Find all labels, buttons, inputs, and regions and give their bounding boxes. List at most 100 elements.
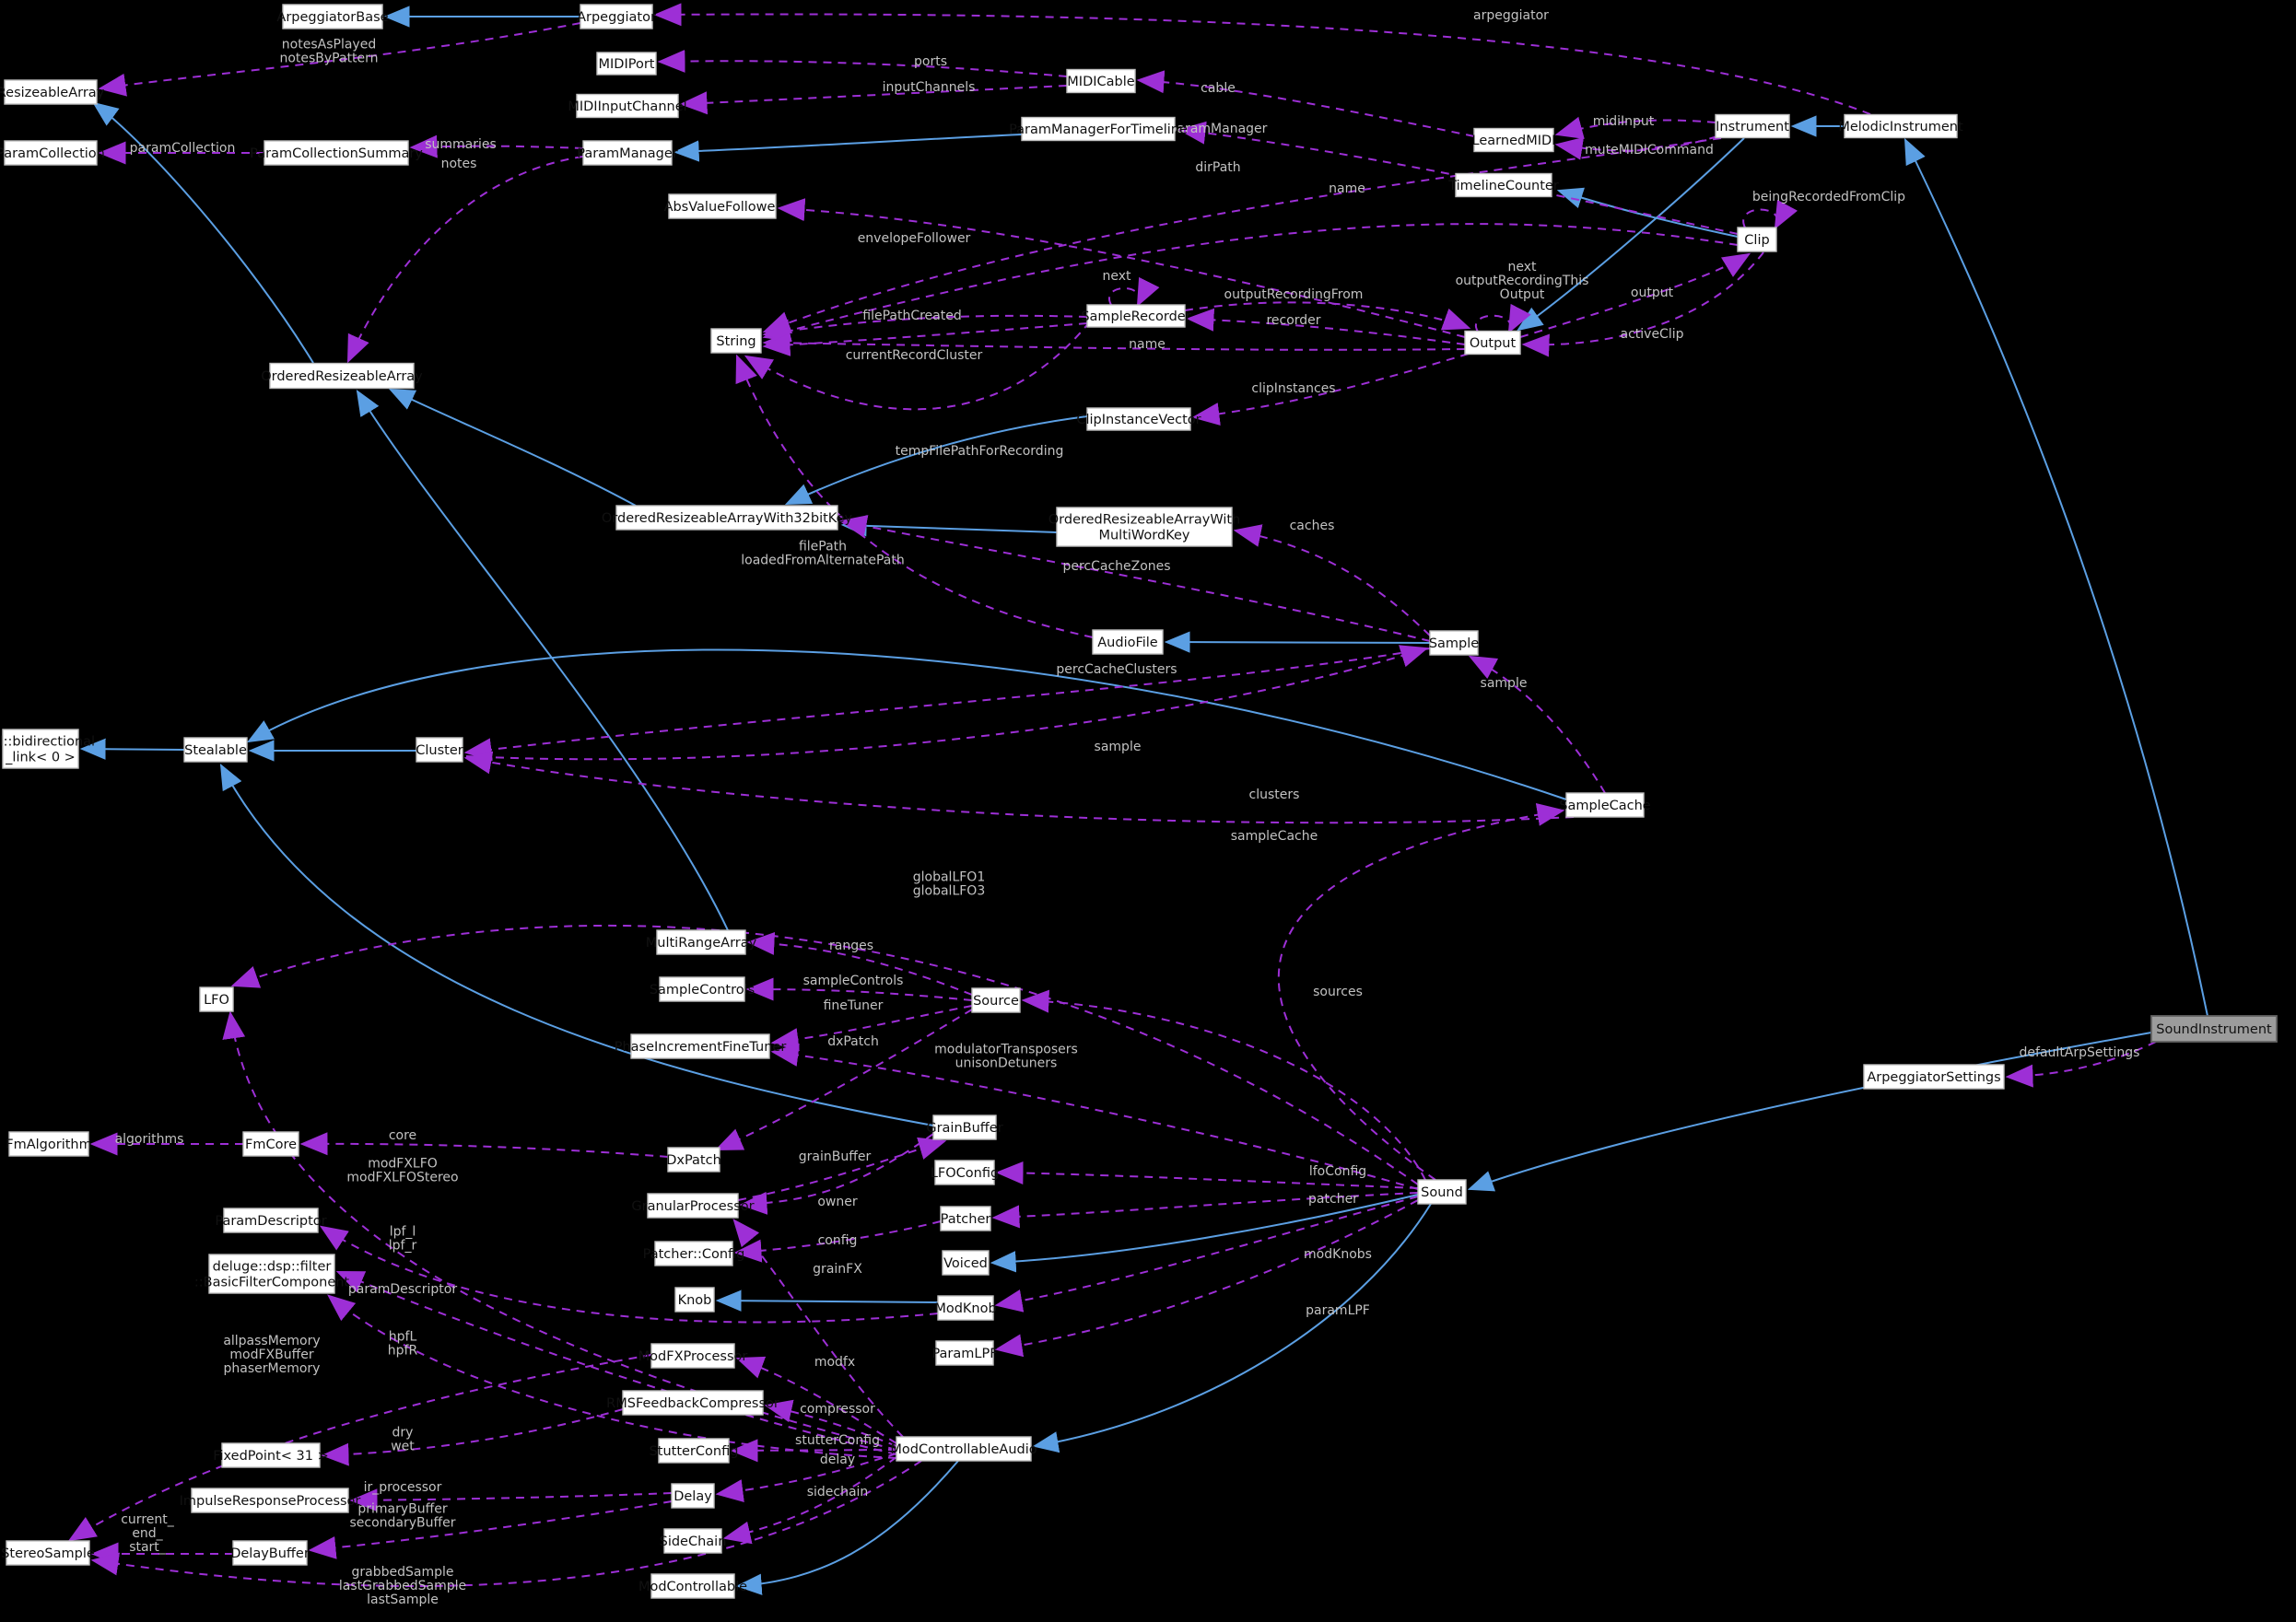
class-node-midiport[interactable]: MIDIPort [596,52,657,76]
class-node-label-stutterconfig: StutterConfig [650,1444,739,1459]
class-node-knob[interactable]: Knob [674,1287,715,1313]
edge-m-delay [715,1453,897,1502]
edge-label-m-core: core [389,1128,416,1143]
edge-multirangearray-to-ora [356,390,729,931]
class-node-resizeablearray[interactable]: ResizeableArray [0,79,105,105]
class-node-paramdescriptor[interactable]: ParamDescriptor [215,1208,327,1233]
class-node-absvaluefollower[interactable]: AbsValueFollower [664,193,781,219]
edge-label-m-dirpath: dirPath [1195,160,1240,175]
class-node-label-stereosample: StereoSample [1,1546,95,1561]
class-node-audiofile[interactable]: AudioFile [1092,629,1164,655]
class-node-learnedmidi[interactable]: LearnedMIDI [1472,127,1556,153]
edge-m-envelopefollower [777,198,1466,338]
class-node-lfoconfig[interactable]: LFOConfig [931,1160,999,1185]
class-node-soundinstrument[interactable]: SoundInstrument [2150,1015,2278,1043]
edge-m-lfoconfig [995,1161,1419,1189]
edge-label-m-ports: ports [914,54,947,69]
class-node-label-ora32: OrderedResizeableArrayWith32bitKey [602,511,853,526]
class-node-paramcollection[interactable]: ParamCollection [0,140,105,166]
class-node-ora32[interactable]: OrderedResizeableArrayWith32bitKey [602,505,853,531]
class-node-samplecontrols[interactable]: SampleControls [650,976,755,1002]
class-node-label-sidechain: SideChain [660,1534,727,1549]
class-node-phaseincrementfinetuner[interactable]: PhaseIncrementFineTuner [615,1033,787,1059]
edge-label-m-recorder: recorder [1266,313,1320,328]
class-node-parammanagerfortimeline[interactable]: ParamManagerForTimeline [1009,116,1188,142]
class-node-samplecache[interactable]: SampleCache [1559,792,1651,818]
class-node-impulseresponseprocessor[interactable]: ImpulseResponseProcessor [180,1488,361,1513]
class-node-timelinecounter[interactable]: TimelineCounter [1447,172,1559,198]
edge-m-compressor [764,1399,897,1447]
class-node-granularprocessor[interactable]: GranularProcessor [631,1193,755,1219]
class-node-modknob[interactable]: ModKnob [934,1295,997,1321]
class-node-rmsfeedbackcompressor[interactable]: RMSFeedbackCompressor [606,1390,779,1416]
class-node-grainbuffer[interactable]: GrainBuffer [926,1114,1003,1140]
class-node-basicfiltercomponent[interactable]: deluge::dsp::filter::BasicFilterComponen… [194,1254,350,1294]
class-node-label-lfoconfig: LFOConfig [931,1166,999,1181]
class-node-sound[interactable]: Sound [1417,1179,1467,1205]
class-node-string[interactable]: String [710,328,762,354]
edge-m-stutterconfig [730,1439,897,1463]
class-node-midicable[interactable]: MIDICable [1066,68,1136,94]
class-node-instrument[interactable]: Instrument [1715,113,1790,139]
class-node-label-basicfiltercomponent: deluge::dsp::filter::BasicFilterComponen… [194,1260,350,1290]
edge-m-config [733,1220,942,1263]
class-node-lfo[interactable]: LFO [199,986,234,1012]
class-node-output[interactable]: Output [1464,330,1521,356]
edge-m-grabbedsample [90,1460,922,1587]
edge-label-m-beingrecordedfromclip: beingRecordedFromClip [1752,190,1905,204]
edge-m-outputrecordingfrom [1184,301,1471,331]
edge-grainbuffer-to-stealable [219,763,934,1126]
edge-m-caches [1233,524,1431,636]
edge-m-allpassmemory [67,1354,652,1542]
class-node-modcontrollableaudio[interactable]: ModControllableAudio [890,1436,1037,1462]
class-node-modfxprocessor[interactable]: ModFXProcessor [638,1343,748,1369]
class-node-parammanager[interactable]: ParamManager [577,140,678,166]
class-node-melodicinstrument[interactable]: MelodicInstrument [1838,113,1963,139]
class-node-fixedpoint31[interactable]: FixedPoint< 31 > [213,1442,329,1468]
class-node-patcher[interactable]: Patcher [940,1206,991,1231]
class-node-paramlpf[interactable]: ParamLPF [931,1340,998,1366]
class-node-stutterconfig[interactable]: StutterConfig [650,1438,739,1464]
class-node-sample[interactable]: Sample [1429,630,1479,656]
class-node-fmcore[interactable]: FmCore [242,1131,299,1157]
class-node-fmalgorithm[interactable]: FmAlgorithm [6,1131,92,1157]
class-node-paramcollectionsummary[interactable]: ParamCollectionSummary [250,140,423,166]
class-node-label-arpeggiator: Arpeggiator [577,10,656,25]
class-node-dxpatch[interactable]: DxPatch [666,1147,721,1173]
edge-label-m-mutemidicommand: muteMIDICommand [1585,143,1714,158]
edge-clip-to-timelinecounter [1556,187,1739,238]
class-node-label-patcher: Patcher [941,1212,991,1227]
class-node-stealable[interactable]: Stealable [183,737,248,763]
class-node-sidechain[interactable]: SideChain [660,1528,727,1554]
class-node-stereosample[interactable]: StereoSample [1,1540,95,1566]
class-node-orderedresizeablearray[interactable]: OrderedResizeableArray [261,362,423,390]
class-node-etl-bidirectional-link[interactable]: etl::bidirectional_link< 0 > [0,729,95,769]
edge-sample-to-audiofile [1164,631,1431,653]
edge-label-m-paramlpf: paramLPF [1306,1303,1370,1318]
edge-label-m-grainbuffer: grainBuffer [799,1149,872,1164]
class-node-delaybuffer[interactable]: DelayBuffer [230,1540,310,1566]
class-node-cluster[interactable]: Cluster [416,737,463,763]
class-node-source[interactable]: Source [971,987,1021,1013]
class-node-midiinputchannel[interactable]: MIDIInputChannel [568,93,687,119]
edge-oramwk-to-ora32 [840,515,1058,537]
class-node-arpeggiatorsettings[interactable]: ArpeggiatorSettings [1863,1064,2005,1090]
class-node-label-absvaluefollower: AbsValueFollower [664,200,781,215]
class-node-label-delaybuffer: DelayBuffer [230,1546,310,1561]
class-node-clipinstancevector[interactable]: ClipInstanceVector [1076,407,1201,431]
edge-label-m-name-lower: name [1129,337,1166,352]
class-node-delay[interactable]: Delay [671,1483,715,1509]
edge-label-m-patcher: patcher [1308,1192,1358,1207]
class-node-arpeggiator[interactable]: Arpeggiator [577,4,656,29]
class-node-label-instrument: Instrument [1716,120,1789,134]
class-node-arpeggiatorbase[interactable]: ArpeggiatorBase [276,4,389,29]
edge-m-clusters [463,751,1575,824]
class-node-modcontrollable[interactable]: ModControllable [638,1573,747,1599]
class-node-patcher-config[interactable]: Patcher::Config [643,1241,745,1266]
class-node-samplerecorder[interactable]: SampleRecorder [1081,304,1191,328]
class-node-voiced[interactable]: Voiced [942,1250,990,1276]
class-node-multirangearray[interactable]: MultiRangeArray [646,929,757,955]
class-node-clip[interactable]: Clip [1737,227,1777,252]
